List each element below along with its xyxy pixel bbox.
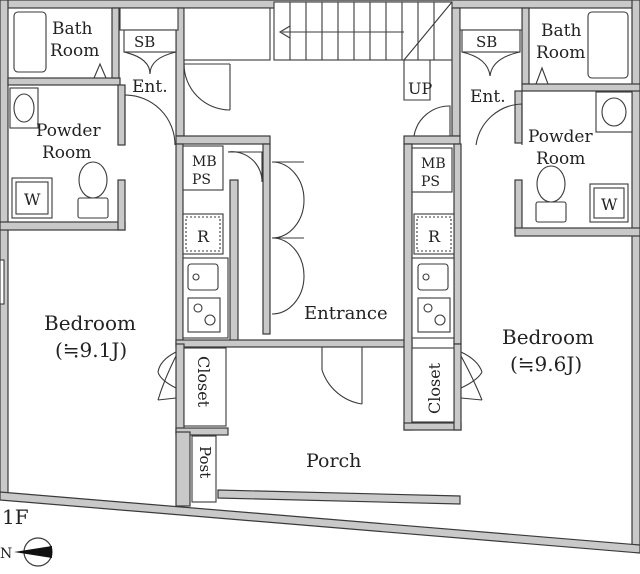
right-bath-room: Bath Room (459, 7, 629, 85)
left-bath-label-2: Room (50, 41, 99, 61)
left-bedroom-size: (≒9.1J) (55, 338, 127, 362)
left-ent-label: Ent. (132, 77, 168, 97)
post-box: Post (191, 435, 217, 503)
left-bath-label-1: Bath (52, 19, 92, 39)
right-powder-label-2: Room (536, 149, 585, 169)
right-kitchen: R (411, 213, 455, 339)
right-bedroom: Bedroom (≒9.6J) (502, 325, 594, 376)
left-ps-label: PS (192, 172, 211, 188)
left-unit-walls (0, 7, 413, 507)
left-powder-room: Powder Room W (9, 87, 109, 219)
entrance-hall: Entrance (271, 161, 388, 405)
north-arrow-icon (14, 546, 52, 558)
right-closet: Closet (411, 347, 483, 423)
right-bath-label-1: Bath (541, 21, 581, 41)
left-kitchen: R (182, 213, 229, 339)
left-bedroom: Bedroom (≒9.1J) (0, 259, 136, 362)
right-bath-label-2: Room (536, 43, 585, 63)
left-powder-label-2: Room (42, 143, 91, 163)
post-label: Post (196, 446, 214, 478)
right-doors (413, 103, 523, 146)
left-fridge-label: R (197, 227, 210, 246)
left-mbps: MB PS (182, 145, 263, 191)
left-shoe-box: SB Ent. (123, 29, 177, 97)
left-doors (124, 63, 231, 146)
entrance-label: Entrance (304, 303, 388, 324)
compass-label: N (0, 546, 12, 562)
stair: UP (183, 1, 453, 101)
porch: Porch (217, 450, 461, 505)
up-label: UP (408, 79, 432, 98)
right-powder-label-1: Powder (528, 127, 593, 147)
right-mbps: MB PS (411, 147, 453, 193)
left-sb-label: SB (134, 33, 155, 51)
right-sb-label: SB (476, 33, 497, 51)
right-bedroom-label: Bedroom (502, 325, 594, 349)
compass: N (0, 537, 53, 567)
right-bedroom-size: (≒9.6J) (510, 352, 582, 376)
right-shoe-box: SB Ent. (461, 29, 521, 107)
left-closet: Closet (157, 347, 227, 427)
left-washer-label: W (24, 190, 41, 209)
left-closet-label: Closet (194, 356, 213, 408)
right-washer-label: W (601, 195, 618, 214)
left-bath-room: Bath Room (13, 7, 179, 79)
right-ps-label: PS (421, 174, 440, 190)
right-fridge-label: R (428, 227, 441, 246)
left-powder-label-1: Powder (36, 121, 101, 141)
floor-label: 1F (2, 505, 29, 529)
right-closet-label: Closet (425, 362, 444, 414)
left-mb-label: MB (192, 154, 217, 170)
right-ent-label: Ent. (470, 87, 506, 107)
right-powder-room: Powder Room W (528, 91, 633, 223)
right-mb-label: MB (421, 156, 446, 172)
right-unit-walls (403, 7, 640, 431)
left-bedroom-label: Bedroom (44, 311, 136, 335)
porch-label: Porch (306, 450, 361, 472)
